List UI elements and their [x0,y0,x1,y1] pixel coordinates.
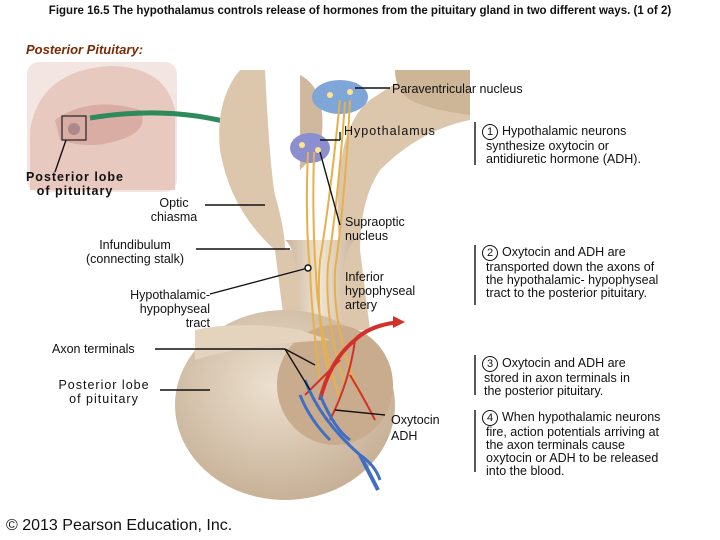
optic-chiasma-label: Optic chiasma [130,196,218,224]
step-4-line2: fire, action potentials arriving at [486,425,660,439]
paraventricular-nucleus [312,80,368,114]
inferior-artery-line3: artery [345,298,377,312]
step-3-line2: stored in axon terminals in [484,371,630,385]
supraoptic-nucleus [290,133,330,163]
supraoptic-line1: Supraoptic [345,215,405,229]
posterior-lobe-top-line2: of pituitary [36,184,114,198]
copyright: © 2013 Pearson Education, Inc. [6,517,233,534]
step-3-line1: Oxytocin and ADH are [502,356,626,370]
tract-label: Hypothalamic- hypophyseal tract [100,288,210,330]
inferior-artery-line1: Inferior [345,270,384,284]
step-4-line3: the axon terminals cause [486,438,625,452]
step-4-line5: into the blood. [486,464,565,478]
infundibulum-stalk [285,240,355,330]
section-heading: Posterior Pituitary: [26,42,144,57]
step-3-line3: the posterior pituitary. [484,384,604,398]
supraoptic-line2: nucleus [345,229,389,243]
tract-line3: tract [185,316,210,330]
step-1-line3: antidiuretic hormone (ADH). [486,152,641,166]
optic-chiasma-line2: chiasma [150,210,198,224]
inferior-artery-line2: hypophyseal [345,284,416,298]
step-2-line1: Oxytocin and ADH are [502,245,626,259]
step-4-line4: oxytocin or ADH to be released [486,451,659,465]
axon-terminals-label: Axon terminals [52,342,135,356]
step-1-line2: synthesize oxytocin or [486,139,609,153]
step-3-number: 3 [482,356,498,372]
adh-label: ADH [391,429,418,443]
leader-lines [54,87,476,472]
brain-inset [27,62,177,192]
step-1: 1 Hypothalamic neurons synthesize oxytoci… [482,124,712,166]
infundibulum-line2: (connecting stalk) [86,252,184,266]
capillary-vein [298,379,382,481]
posterior-lobe-bottom-label: Posterior lobe of pituitary [40,378,168,406]
tract-line2: hypophyseal [139,302,210,316]
hypothalamus-label: Hypothalamus [344,124,436,138]
step-3: 3 Oxytocin and ADH are stored in axon ter… [482,356,712,398]
step-1-line1: Hypothalamic neurons [502,124,627,138]
inferior-artery-label: Inferior hypophyseal artery [345,270,415,312]
step-4-line1: When hypothalamic neurons [502,410,661,424]
step-1-number: 1 [482,124,498,140]
infundibulum-line1: Infundibulum [99,238,171,252]
step-4-number: 4 [482,410,498,426]
oxytocin-label: Oxytocin [391,413,440,427]
step-2: 2 Oxytocin and ADH are transported down t… [482,245,712,300]
supraoptic-label: Supraoptic nucleus [345,215,405,243]
step-2-line4: tract to the posterior pituitary. [486,286,647,300]
step-4: 4 When hypothalamic neurons fire, action … [482,410,712,478]
capillary-red [304,339,376,421]
posterior-lobe-bottom-line1: Posterior lobe [58,378,150,392]
posterior-lobe-bottom-line2: of pituitary [69,392,139,406]
paraventricular-label: Paraventricular nucleus [392,82,523,96]
posterior-lobe-top-line1: Posterior lobe [25,170,125,184]
step-2-number: 2 [482,245,498,261]
step-2-line3: the hypothalamic- hypophyseal [486,273,659,287]
optic-chiasma-line1: Optic [159,196,189,210]
infundibulum-label: Infundibulum (connecting stalk) [70,238,200,266]
tract-line1: Hypothalamic- [130,288,210,302]
posterior-lobe-top-label: Posterior lobe of pituitary [0,170,150,198]
figure-title: Figure 16.5 The hypothalamus controls re… [48,5,672,17]
step-2-line2: transported down the axons of [486,260,655,274]
